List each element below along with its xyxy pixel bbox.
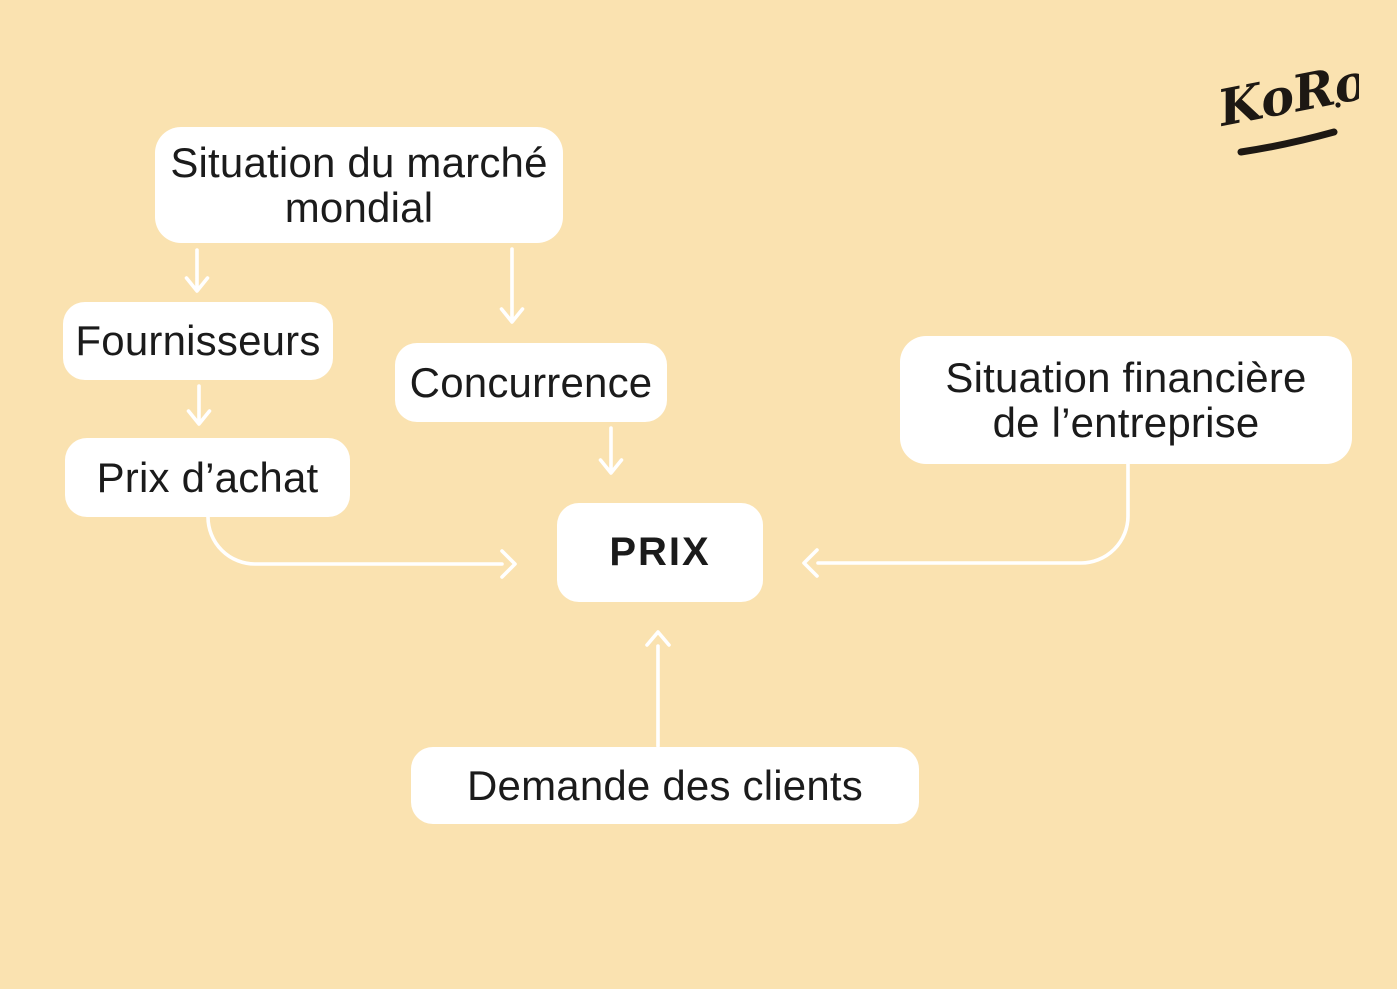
node-suppliers: Fournisseurs xyxy=(63,302,333,380)
arrow-financial-to-price xyxy=(802,462,1130,578)
node-customer-demand: Demande des clients xyxy=(411,747,919,824)
registered-mark xyxy=(1335,102,1341,108)
arrow-suppliers-to-purchase xyxy=(186,384,212,426)
node-purchase-price-label: Prix d’achat xyxy=(96,453,319,501)
node-price: PRIX xyxy=(557,503,763,602)
node-suppliers-label: Fournisseurs xyxy=(75,317,321,365)
arrow-market-to-competition xyxy=(499,247,525,324)
koro-logo-text: KoRo xyxy=(1211,51,1359,138)
node-financial-situation-label: Situation financière de l’entreprise xyxy=(945,353,1307,446)
node-financial-situation: Situation financière de l’entreprise xyxy=(900,336,1352,464)
arrow-demand-to-price xyxy=(645,630,671,748)
node-competition: Concurrence xyxy=(395,343,667,422)
koro-logo-underline xyxy=(1237,128,1338,156)
node-price-label: PRIX xyxy=(609,529,711,574)
arrow-market-to-suppliers xyxy=(184,248,210,293)
koro-logo: KoRo xyxy=(1211,51,1359,156)
node-market-situation-label: Situation du marché mondial xyxy=(170,138,548,231)
node-competition-label: Concurrence xyxy=(409,358,653,406)
arrow-purchase-to-price xyxy=(206,515,517,579)
node-customer-demand-label: Demande des clients xyxy=(466,761,863,809)
node-market-situation: Situation du marché mondial xyxy=(155,127,563,243)
node-purchase-price: Prix d’achat xyxy=(65,438,350,517)
arrow-competition-to-price xyxy=(598,426,624,475)
